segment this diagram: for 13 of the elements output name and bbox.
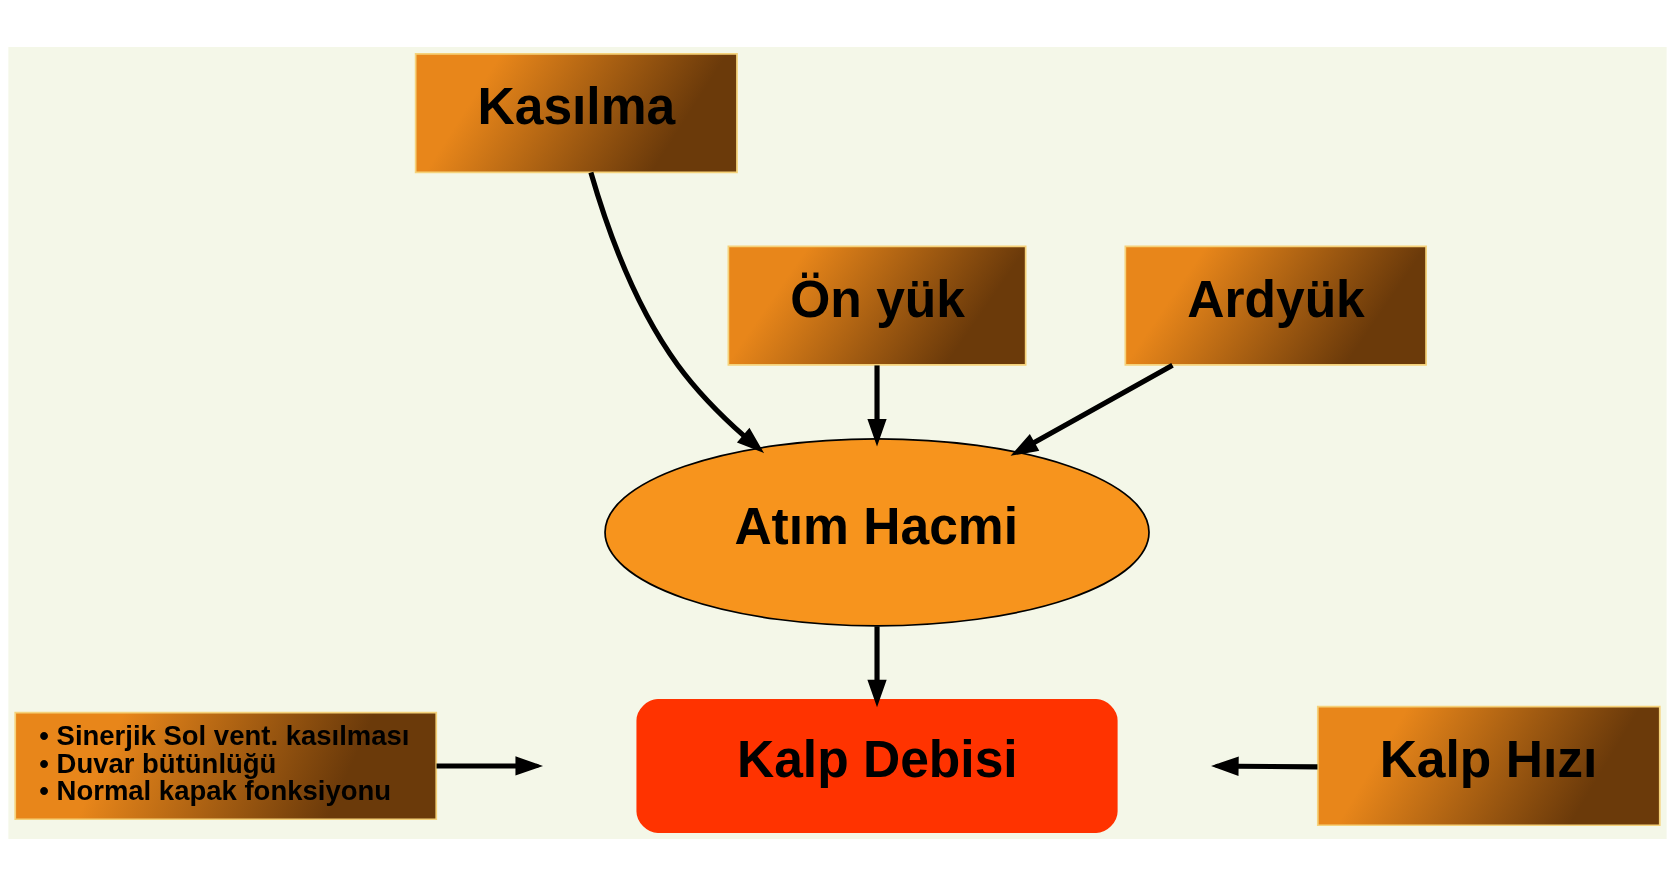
- arrow: [1010, 362, 1174, 456]
- arrow: [867, 364, 887, 446]
- arrow: [588, 171, 765, 453]
- node-box: Kalp Hızı: [1316, 705, 1661, 826]
- node-box: Kasılma: [414, 52, 738, 173]
- node-box: • Sinerjik Sol vent. kasılması • Duvar bütünlüğü • Normal kapak fonksiyonu: [14, 711, 438, 820]
- arrow: [867, 625, 887, 707]
- arrow: [436, 755, 543, 776]
- arrow: [1211, 756, 1318, 776]
- node-box: Kalp Debisi: [636, 698, 1118, 833]
- node-box: Ardyük: [1124, 245, 1427, 366]
- node-box: Ön yük: [727, 245, 1027, 366]
- node-ellipse: Atım Hacmi: [604, 437, 1150, 627]
